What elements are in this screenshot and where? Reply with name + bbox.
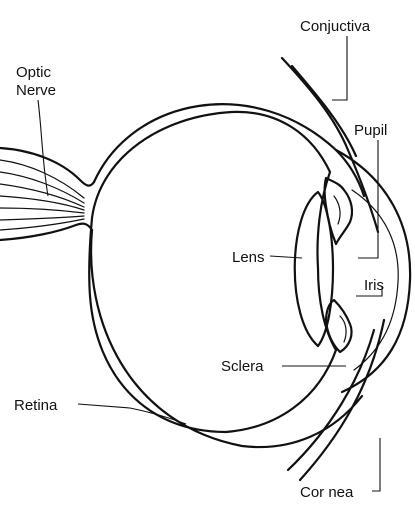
lens-label: Lens (232, 249, 265, 266)
iris-leader (356, 286, 383, 297)
retina-inner-wall (88, 110, 338, 434)
lens-leader (269, 255, 303, 259)
pupil-label: Pupil (354, 122, 387, 139)
cornea-leader (372, 438, 381, 492)
conjuctiva-label: Conjuctiva (300, 18, 371, 35)
iris-upper-detail (333, 195, 341, 225)
optic-nerve-fibers (0, 159, 85, 231)
iris-lower (324, 298, 353, 354)
leader-lines (37, 36, 383, 492)
optic-nerve (0, 146, 96, 242)
optic-nerve-label-line2: Nerve (16, 82, 56, 99)
sclera-outer-wall (92, 103, 366, 198)
sclera-label: Sclera (221, 358, 264, 375)
retina-leader (77, 403, 187, 425)
cornea-label: Cor nea (300, 484, 354, 501)
conjuctiva-leader (332, 36, 348, 101)
optic-nerve-label-line1: Optic (16, 64, 52, 81)
lens-shape (293, 190, 335, 348)
iris-label: Iris (364, 277, 384, 294)
optic-nerve-leader (37, 99, 49, 197)
iris-upper (323, 176, 354, 246)
iris-lower-detail (339, 315, 347, 343)
conjuctiva-folds (280, 56, 386, 482)
pupil-leader (358, 140, 379, 259)
cornea-outline (334, 148, 412, 394)
retina-label: Retina (14, 397, 58, 414)
